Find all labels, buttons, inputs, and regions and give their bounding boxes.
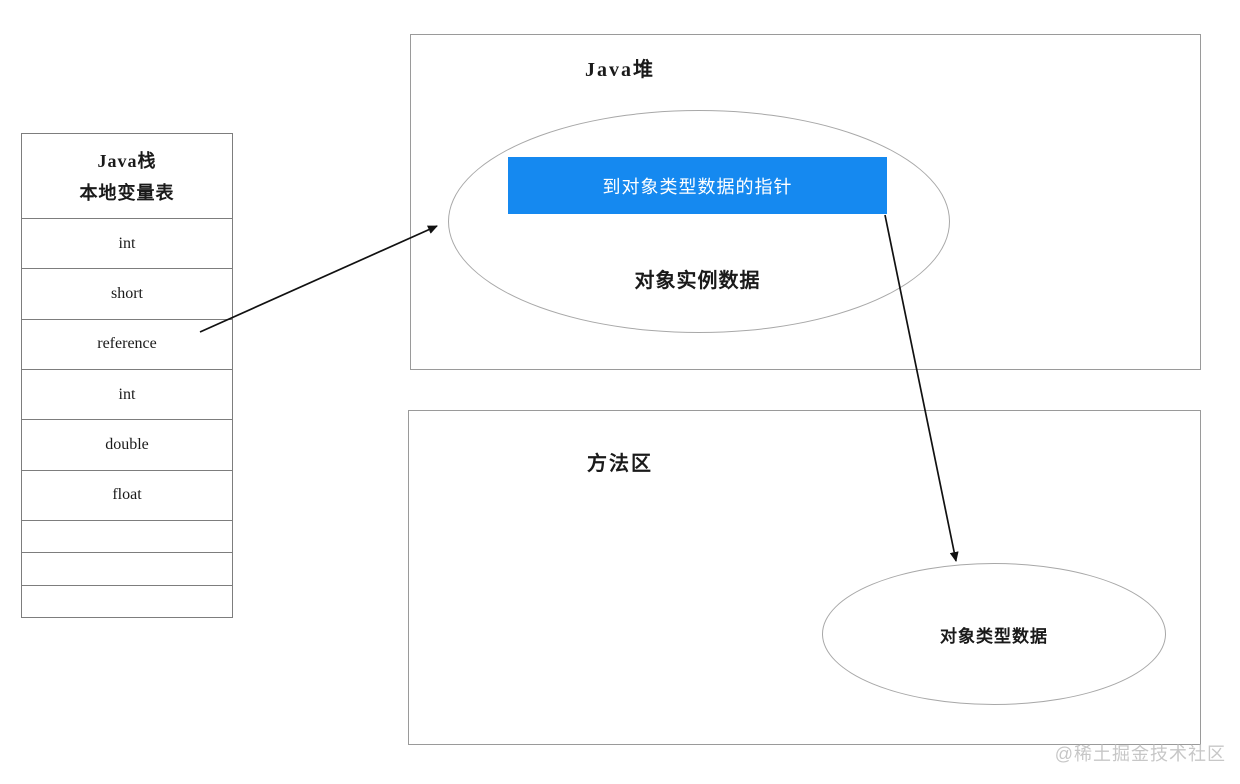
table-row-empty	[22, 553, 232, 586]
table-row: double	[22, 420, 232, 471]
table-row: reference	[22, 320, 232, 370]
table-row: int	[22, 370, 232, 421]
java-stack-table-header: Java栈 本地变量表	[22, 134, 232, 219]
method-area-type-data-ellipse	[822, 563, 1166, 705]
table-row-empty	[22, 586, 232, 617]
juejin-watermark: @稀土掘金技术社区	[1054, 744, 1226, 764]
java-stack-title: Java栈	[97, 151, 157, 171]
local-variable-table-title: 本地变量表	[79, 183, 175, 203]
table-row: int	[22, 219, 232, 270]
table-row: float	[22, 471, 232, 521]
heap-object-ellipse	[448, 110, 950, 333]
java-heap-title: Java堆	[585, 59, 655, 81]
table-row-empty	[22, 521, 232, 554]
object-type-data-label: 对象类型数据	[940, 627, 1048, 646]
method-area-title: 方法区	[587, 453, 653, 475]
object-instance-data-label: 对象实例数据	[634, 270, 761, 292]
pointer-to-type-data-bar: 到对象类型数据的指针	[508, 157, 887, 214]
table-row: short	[22, 269, 232, 320]
java-stack-table: Java栈 本地变量表 int short reference int doub…	[21, 133, 233, 618]
reference-to-heap-arrow	[199, 225, 438, 333]
